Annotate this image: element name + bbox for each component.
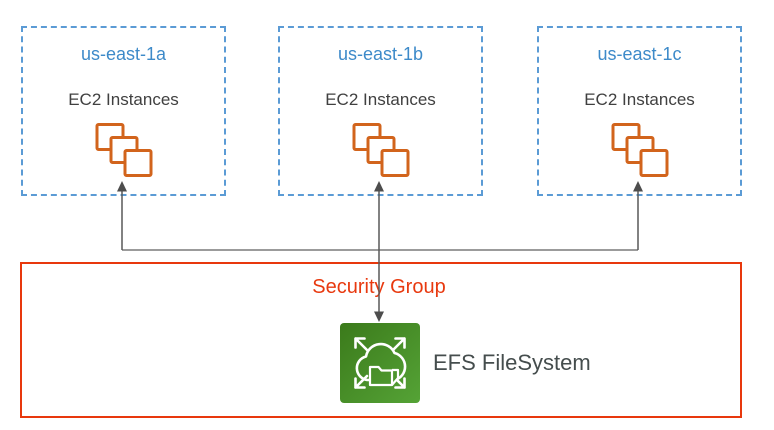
az-label: us-east-1b <box>337 44 424 64</box>
az-box-us-east-1a: us-east-1a EC2 Instances <box>21 26 226 196</box>
folder-icon <box>368 365 394 387</box>
ec2-square-front-icon <box>639 149 668 177</box>
ec2-instances-icon <box>95 123 152 178</box>
ec2-instances-label: EC2 Instances <box>68 90 179 109</box>
ec2-instances-icon <box>611 123 668 178</box>
ec2-instances-icon <box>352 123 409 178</box>
az-box-us-east-1b: us-east-1b EC2 Instances <box>278 26 483 196</box>
ec2-square-front-icon <box>123 149 152 177</box>
expand-arrows-icon <box>354 337 406 389</box>
az-label: us-east-1c <box>597 44 682 64</box>
ec2-instances-label: EC2 Instances <box>584 90 695 109</box>
efs-icon-background <box>340 323 420 403</box>
ec2-square-front-icon <box>380 149 409 177</box>
az-box-us-east-1c: us-east-1c EC2 Instances <box>537 26 742 196</box>
cloud-icon <box>355 342 407 382</box>
efs-filesystem-label: EFS FileSystem <box>433 350 591 375</box>
efs-icon <box>340 323 420 403</box>
security-group-label: Security Group <box>312 276 446 298</box>
ec2-instances-label: EC2 Instances <box>325 90 436 109</box>
paper-corner-icon <box>391 368 400 386</box>
az-label: us-east-1a <box>80 44 167 64</box>
